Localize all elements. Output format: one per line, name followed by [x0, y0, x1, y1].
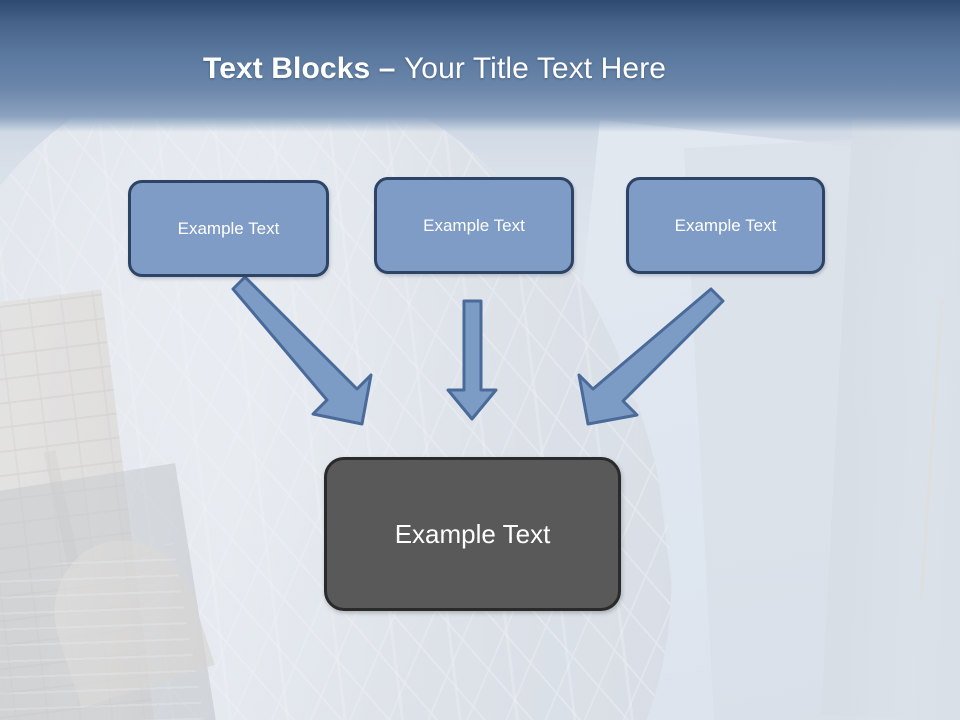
text-block-summary[interactable]: Example Text — [324, 457, 621, 611]
text-block-2-label: Example Text — [423, 215, 525, 235]
text-block-3-label: Example Text — [674, 215, 777, 235]
page-title-separator: – — [378, 52, 404, 85]
page-title: Text Blocks – Your Title Text Here — [203, 52, 666, 86]
text-block-summary-label: Example Text — [394, 518, 551, 549]
text-block-3[interactable]: Example Text — [626, 177, 825, 274]
text-block-2[interactable]: Example Text — [374, 177, 574, 274]
page-title-bold: Text Blocks — [203, 52, 379, 85]
text-block-1-label: Example Text — [177, 218, 280, 238]
title-band — [0, 0, 960, 132]
text-block-1[interactable]: Example Text — [128, 180, 329, 277]
page-title-normal: Your Title Text Here — [403, 52, 667, 85]
